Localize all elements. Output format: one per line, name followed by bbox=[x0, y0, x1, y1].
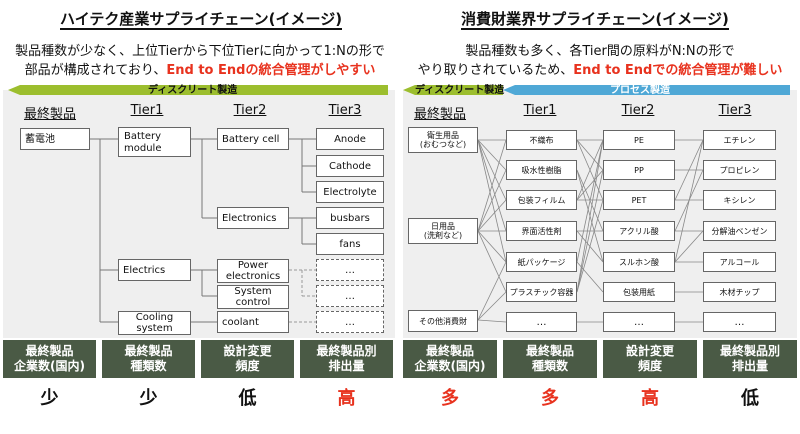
left-tier3-anode: Anode bbox=[316, 128, 384, 150]
right-final-hygiene: 衛生用品 (おむつなど) bbox=[408, 127, 478, 153]
left-desc-line2: 部品が構成されており、End to Endの統合管理がしやすい bbox=[24, 63, 376, 78]
right-col-tier1: Tier1 bbox=[523, 103, 557, 118]
left-tier3-electrolyte: Electrolyte bbox=[316, 181, 384, 203]
left-tier2-battery-cell: Battery cell bbox=[217, 128, 289, 150]
right-tier3-cracked-benzene: 分解油ベンゼン bbox=[703, 221, 776, 241]
left-description: 製品種数が少なく、上位Tierから下位Tierに向かって1:Nの形で 部品が構成… bbox=[5, 42, 395, 80]
right-tier2-sulfonic-acid: スルホン酸 bbox=[603, 252, 675, 272]
right-tier3-ethylene: エチレン bbox=[703, 130, 776, 150]
left-col-tier2: Tier2 bbox=[233, 103, 267, 118]
left-tier1-cooling-system: Cooling system bbox=[118, 311, 191, 335]
right-tier1-nonwoven: 不織布 bbox=[506, 130, 577, 150]
right-tier3-wood-chips: 木材チップ bbox=[703, 282, 776, 302]
right-tier2-pet: PET bbox=[603, 190, 675, 210]
right-stat-company-count-value: 多 bbox=[441, 388, 459, 409]
right-tier2-pp: PP bbox=[603, 160, 675, 180]
left-tier3-more-2: … bbox=[316, 285, 384, 307]
left-title: ハイテク産業サプライチェーン(イメージ) bbox=[60, 10, 343, 30]
right-description: 製品種数も多く、各Tier間の原料がN:Nの形で やり取りされているため、End… bbox=[405, 42, 795, 80]
right-arrow-process-label: プロセス製造 bbox=[610, 85, 670, 96]
right-col-tier2: Tier2 bbox=[621, 103, 655, 118]
right-stat-emissions-label: 最終製品別 排出量 bbox=[703, 340, 797, 378]
left-final-product: 蓄電池 bbox=[20, 128, 90, 150]
right-stat-product-types-label: 最終製品 種類数 bbox=[503, 340, 597, 378]
right-stat-design-change-value: 高 bbox=[641, 388, 659, 409]
left-arrow-label: ディスクリート製造 bbox=[148, 85, 238, 96]
right-col-final: 最終製品 bbox=[413, 107, 466, 122]
right-tier2-acrylic-acid: アクリル酸 bbox=[603, 221, 675, 241]
left-tier3-cathode: Cathode bbox=[316, 155, 384, 177]
left-stat-emissions-label: 最終製品別 排出量 bbox=[300, 340, 393, 378]
right-title: 消費財業界サプライチェーン(イメージ) bbox=[461, 10, 729, 30]
left-tier3-busbars: busbars bbox=[316, 207, 384, 229]
right-tier1-paper-package: 紙パッケージ bbox=[506, 252, 577, 272]
right-tier3-alcohol: アルコール bbox=[703, 252, 776, 272]
right-tier1-packaging-film: 包装フィルム bbox=[506, 190, 577, 210]
left-stat-company-count-label: 最終製品 企業数(国内) bbox=[3, 340, 96, 378]
left-tier3-more-3: … bbox=[316, 311, 384, 333]
right-tier1-more: … bbox=[506, 312, 577, 332]
left-stat-emissions-value: 高 bbox=[337, 388, 356, 409]
right-tier2-packaging-paper: 包装用紙 bbox=[603, 282, 675, 302]
right-final-other: その他消費財 bbox=[408, 310, 478, 332]
left-stat-product-types-value: 少 bbox=[139, 388, 158, 409]
left-stat-design-change-value: 低 bbox=[238, 388, 257, 409]
right-stat-product-types-value: 多 bbox=[541, 388, 559, 409]
right-tier1-surfactant: 界面活性剤 bbox=[506, 221, 577, 241]
right-tier1-absorbent-resin: 吸水性樹脂 bbox=[506, 160, 577, 180]
left-tier3-fans: fans bbox=[316, 233, 384, 255]
right-stat-design-change-label: 設計変更 頻度 bbox=[603, 340, 697, 378]
right-tier1-plastic-container: プラスチック容器 bbox=[506, 282, 577, 302]
left-tier1-battery-module: Battery module bbox=[118, 127, 191, 157]
right-tier3-propylene: プロピレン bbox=[703, 160, 776, 180]
right-tier3-more: … bbox=[703, 312, 776, 332]
left-tier2-electronics: Electronics bbox=[217, 207, 289, 229]
right-stat-company-count-label: 最終製品 企業数(国内) bbox=[403, 340, 497, 378]
left-col-final: 最終製品 bbox=[23, 107, 76, 122]
right-arrow-discrete-label: ディスクリート製造 bbox=[415, 85, 505, 96]
right-tier2-pe: PE bbox=[603, 130, 675, 150]
left-tier2-power-electronics: Power electronics bbox=[217, 259, 289, 283]
right-tier3-xylene: キシレン bbox=[703, 190, 776, 210]
right-col-tier3: Tier3 bbox=[718, 103, 752, 118]
right-desc-line1: 製品種数も多く、各Tier間の原料がN:Nの形で bbox=[465, 44, 735, 59]
right-desc-line2: やり取りされているため、End to Endでの統合管理が難しい bbox=[417, 63, 783, 78]
left-tier2-coolant: coolant bbox=[217, 311, 289, 333]
left-col-tier1: Tier1 bbox=[130, 103, 164, 118]
left-stat-product-types-label: 最終製品 種類数 bbox=[102, 340, 195, 378]
left-tier3-more-1: … bbox=[316, 259, 384, 281]
left-desc-line1: 製品種数が少なく、上位Tierから下位Tierに向かって1:Nの形で bbox=[15, 44, 385, 59]
left-stat-design-change-label: 設計変更 頻度 bbox=[201, 340, 294, 378]
left-tier1-electrics: Electrics bbox=[118, 259, 191, 281]
left-stat-company-count-value: 少 bbox=[40, 388, 59, 409]
left-col-tier3: Tier3 bbox=[328, 103, 362, 118]
left-tier2-system-control: System control bbox=[217, 285, 289, 309]
right-tier2-more: … bbox=[603, 312, 675, 332]
right-final-daily-goods: 日用品 (洗剤など) bbox=[408, 218, 478, 244]
right-stat-emissions-value: 低 bbox=[741, 388, 759, 409]
